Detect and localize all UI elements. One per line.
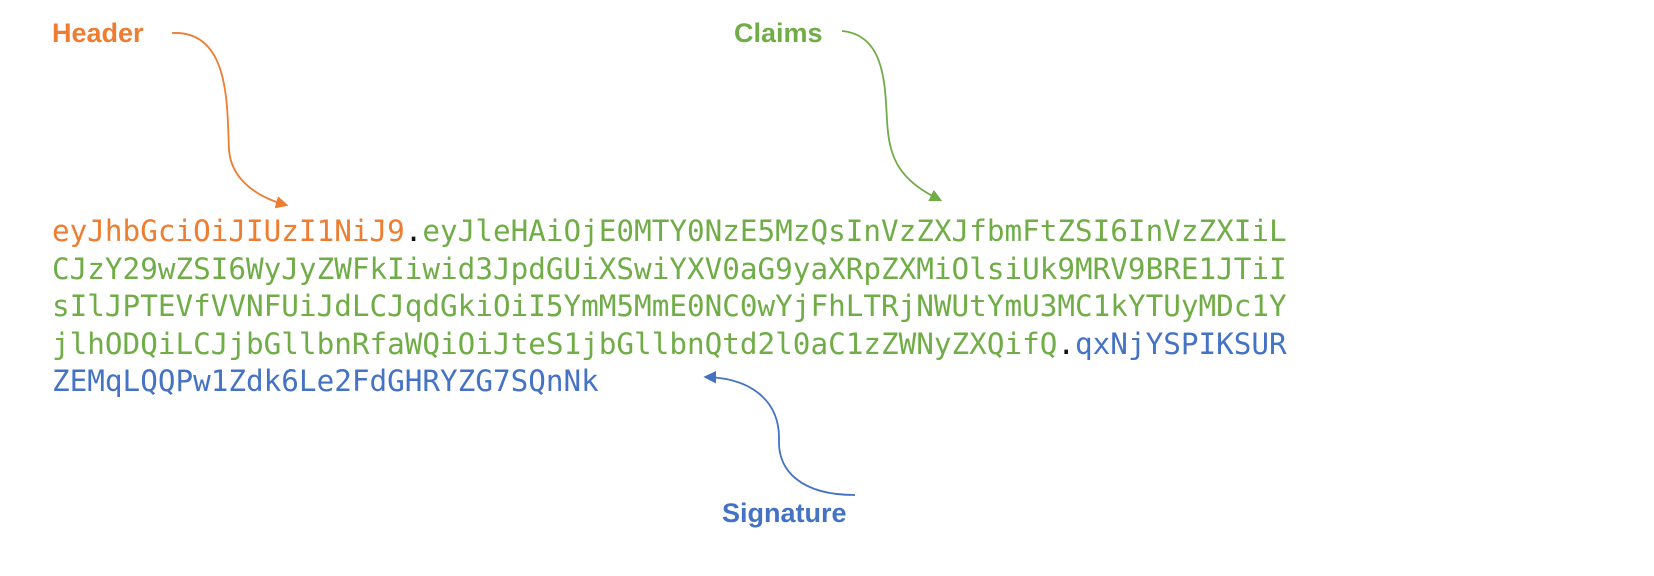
- token-line: sIlJPTEVfVVNFUiJdLCJqdGkiOiI5YmM5MmE0NC0…: [52, 288, 1532, 326]
- token-signature-segment: qxNjYSPIKSUR: [1075, 326, 1287, 361]
- claims-label: Claims: [734, 18, 823, 48]
- header-arrow: [171, 32, 289, 209]
- claims-arrow: [841, 30, 943, 202]
- token-line: eyJhbGciOiJIUzI1NiJ9.eyJleHAiOjE0MTY0NzE…: [52, 213, 1532, 251]
- token-claims-segment: sIlJPTEVfVVNFUiJdLCJqdGkiOiI5YmM5MmE0NC0…: [52, 289, 1287, 323]
- token-line: ZEMqLQQPw1Zdk6Le2FdGHRYZG7SQnNk: [52, 363, 1532, 401]
- signature-arrow: [703, 370, 856, 496]
- token-header-segment: eyJhbGciOiJIUzI1NiJ9: [52, 214, 405, 248]
- token-claims-segment: jlhODQiLCJjbGllbnRfaWQiOiJteS1jbGllbnQtd…: [52, 326, 1058, 361]
- jwt-token: eyJhbGciOiJIUzI1NiJ9.eyJleHAiOjE0MTY0NzE…: [52, 213, 1532, 401]
- token-claims-segment: eyJleHAiOjE0MTY0NzE5MzQsInVzZXJfbmFtZSI6…: [422, 214, 1287, 248]
- header-label: Header: [52, 18, 144, 48]
- token-signature-segment: ZEMqLQQPw1Zdk6Le2FdGHRYZG7SQnNk: [52, 364, 599, 398]
- token-separator: .: [1057, 326, 1076, 361]
- signature-label: Signature: [722, 498, 847, 528]
- token-line: CJzY29wZSI6WyJyZWFkIiwid3JpdGUiXSwiYXV0a…: [52, 251, 1532, 289]
- token-claims-segment: CJzY29wZSI6WyJyZWFkIiwid3JpdGUiXSwiYXV0a…: [52, 251, 1287, 286]
- token-line: jlhODQiLCJjbGllbnRfaWQiOiJteS1jbGllbnQtd…: [52, 326, 1532, 364]
- token-separator: .: [404, 214, 423, 248]
